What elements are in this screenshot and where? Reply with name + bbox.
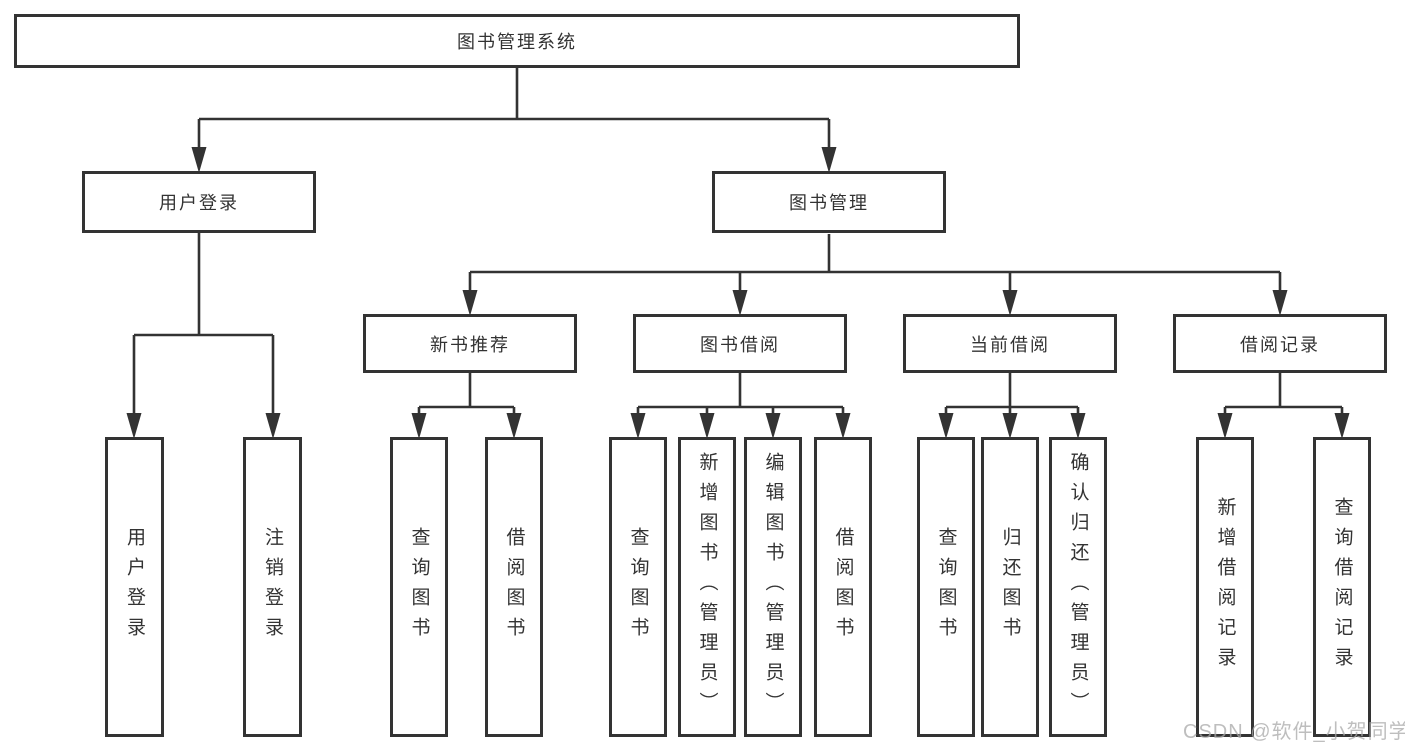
- node-label: 新增图书（管理员）: [696, 452, 718, 722]
- node-user-login: 用户登录: [82, 171, 316, 233]
- node-label: 借阅图书: [503, 527, 525, 647]
- node-new-book-recommend: 新书推荐: [363, 314, 577, 373]
- arrow-down-icon: [835, 413, 851, 439]
- leaf-query-books-borrow: 查询图书: [609, 437, 667, 737]
- node-label: 编辑图书（管理员）: [762, 452, 784, 722]
- leaf-return-book: 归还图书: [981, 437, 1039, 737]
- arrow-down-icon: [1002, 290, 1018, 316]
- leaf-add-borrow-record: 新增借阅记录: [1196, 437, 1254, 737]
- node-label: 查询图书: [408, 527, 430, 647]
- leaf-edit-book-admin: 编辑图书（管理员）: [744, 437, 802, 737]
- node-label: 新增借阅记录: [1214, 497, 1236, 677]
- node-label: 图书借阅: [700, 334, 780, 355]
- arrow-down-icon: [699, 413, 715, 439]
- arrow-down-icon: [765, 413, 781, 439]
- node-label: 查询图书: [627, 527, 649, 647]
- node-label: 借阅记录: [1240, 334, 1320, 355]
- node-label: 图书管理系统: [457, 32, 577, 52]
- arrow-down-icon: [630, 413, 646, 439]
- node-label: 用户登录: [159, 193, 239, 213]
- arrow-down-icon: [126, 413, 142, 439]
- leaf-query-books-current: 查询图书: [917, 437, 975, 737]
- node-label: 注销登录: [262, 527, 283, 647]
- arrow-down-icon: [732, 290, 748, 316]
- node-label: 查询借阅记录: [1331, 497, 1353, 677]
- node-borrow-records: 借阅记录: [1173, 314, 1387, 373]
- arrowhead-icons: [126, 147, 1350, 439]
- arrow-down-icon: [411, 413, 427, 439]
- arrow-down-icon: [1070, 413, 1086, 439]
- node-label: 用户登录: [124, 527, 145, 647]
- node-label: 图书管理: [789, 193, 869, 213]
- node-label: 归还图书: [999, 527, 1021, 647]
- arrow-down-icon: [938, 413, 954, 439]
- leaf-confirm-return-admin: 确认归还（管理员）: [1049, 437, 1107, 737]
- arrow-down-icon: [1002, 413, 1018, 439]
- node-label: 新书推荐: [430, 334, 510, 355]
- leaf-logout: 注销登录: [243, 437, 302, 737]
- leaf-borrow-books: 借阅图书: [814, 437, 872, 737]
- node-label: 当前借阅: [970, 334, 1050, 355]
- arrow-down-icon: [265, 413, 281, 439]
- leaf-add-book-admin: 新增图书（管理员）: [678, 437, 736, 737]
- node-book-management: 图书管理: [712, 171, 946, 233]
- arrow-down-icon: [821, 147, 837, 173]
- node-current-borrow: 当前借阅: [903, 314, 1117, 373]
- arrow-down-icon: [506, 413, 522, 439]
- arrow-down-icon: [1272, 290, 1288, 316]
- node-book-borrow: 图书借阅: [633, 314, 847, 373]
- leaf-borrow-books-recommend: 借阅图书: [485, 437, 543, 737]
- leaf-user-login: 用户登录: [105, 437, 164, 737]
- arrow-down-icon: [191, 147, 207, 173]
- node-library-system: 图书管理系统: [14, 14, 1020, 68]
- leaf-query-books-recommend: 查询图书: [390, 437, 448, 737]
- node-label: 借阅图书: [832, 527, 854, 647]
- leaf-query-borrow-record: 查询借阅记录: [1313, 437, 1371, 737]
- csdn-watermark: CSDN @软件_小贺同学: [1183, 721, 1405, 743]
- node-label: 确认归还（管理员）: [1067, 452, 1089, 722]
- arrow-down-icon: [1334, 413, 1350, 439]
- arrow-down-icon: [1217, 413, 1233, 439]
- arrow-down-icon: [462, 290, 478, 316]
- node-label: 查询图书: [935, 527, 957, 647]
